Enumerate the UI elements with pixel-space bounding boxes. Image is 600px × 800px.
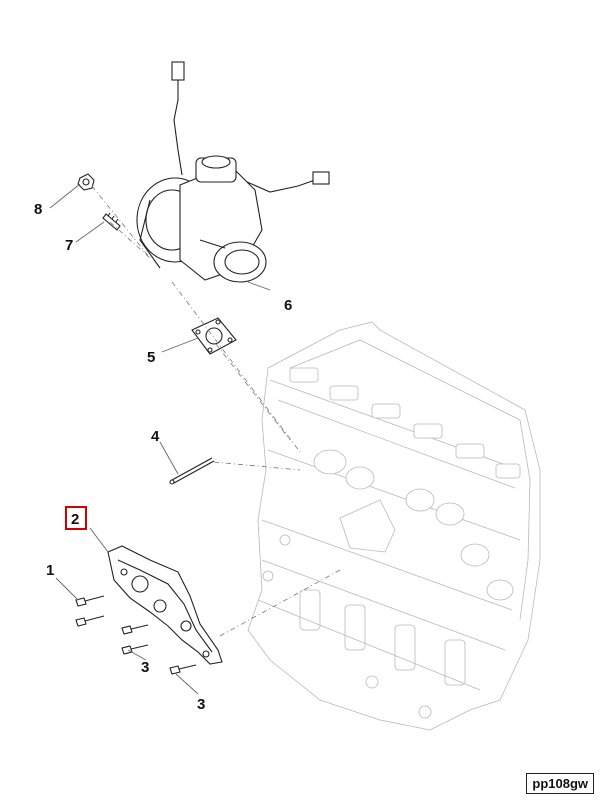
assembly-lines: [91, 185, 341, 637]
turbo-side-wire: [237, 177, 316, 193]
part-5-gasket: [191, 317, 237, 355]
callout-5: 5: [147, 349, 155, 366]
bolt-3b: [121, 644, 149, 655]
turbocharger: [136, 61, 330, 283]
bolt-3a: [121, 624, 149, 635]
bolt-3c: [169, 664, 197, 675]
turbo-connector-side: [312, 171, 330, 185]
exhaust-ports: [313, 449, 514, 601]
part-7-stud: [102, 212, 121, 231]
callout-4: 4: [151, 428, 160, 445]
callout-8: 8: [34, 201, 42, 218]
callout-3b: 3: [197, 696, 205, 713]
callout-3a: 3: [141, 659, 149, 676]
turbo-connector-top: [171, 61, 185, 81]
callout-7: 7: [65, 237, 73, 254]
part-4-rod: [169, 457, 215, 485]
manifold-flange: [339, 499, 396, 553]
bolt-1: [75, 595, 105, 607]
callout-2: 2: [71, 511, 79, 528]
callout-6: 6: [284, 297, 292, 314]
drawing-code-label: pp108gw: [526, 773, 594, 794]
bolt-1b: [75, 615, 105, 627]
part-2-cover-plate: [107, 545, 223, 665]
turbo-wire-harness: [173, 80, 183, 176]
block-lower-windows: [262, 534, 466, 719]
valve-cover-bosses: [289, 367, 521, 479]
leader-lines: [49, 183, 271, 695]
part-8-nut: [77, 173, 95, 191]
engine-block: [247, 321, 541, 731]
turbo-outlet: [213, 241, 267, 283]
callout-1: 1: [46, 562, 54, 579]
callout-2-highlight-box: [65, 506, 87, 530]
callout-labels: 8 7 6 5 4 2 1 3 3: [34, 201, 292, 713]
